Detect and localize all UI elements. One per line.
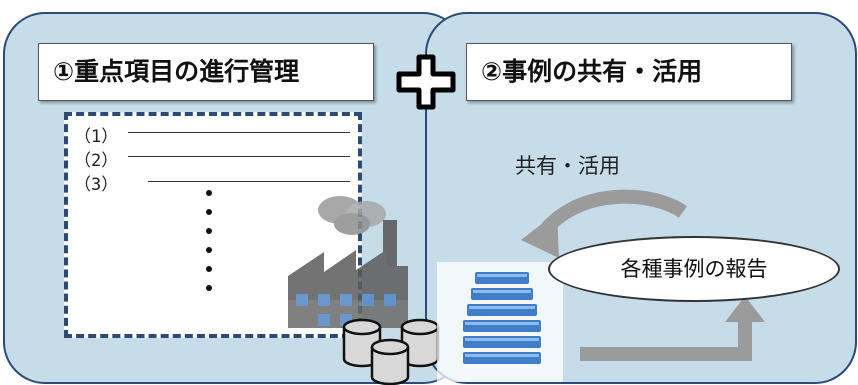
checklist-line-2 (128, 156, 350, 157)
case-sharing-title: ②事例の共有・活用 (466, 43, 792, 101)
plus-icon (396, 54, 456, 110)
checklist-item-2: （2） (74, 151, 119, 171)
ellipsis-dot (206, 209, 212, 215)
ellipsis-dot (206, 266, 212, 272)
server-icon (437, 262, 563, 382)
report-oval: 各種事例の報告 (548, 236, 840, 302)
share-label: 共有・活用 (515, 154, 620, 178)
checklist-line-1 (128, 132, 350, 133)
checklist-line-3 (148, 181, 350, 182)
checklist-item-1: （1） (74, 127, 119, 147)
factory-icon (288, 196, 408, 328)
checklist-item-3: （3） (74, 175, 119, 195)
curved-arrow-icon (521, 189, 688, 258)
ellipsis-dot (206, 228, 212, 234)
ellipsis-dot (206, 190, 212, 196)
ellipsis-dot (206, 285, 212, 291)
ellipsis-dot (206, 247, 212, 253)
progress-management-title: ①重点項目の進行管理 (38, 43, 374, 101)
database-icon (342, 318, 440, 385)
elbow-arrow-icon (580, 296, 765, 361)
